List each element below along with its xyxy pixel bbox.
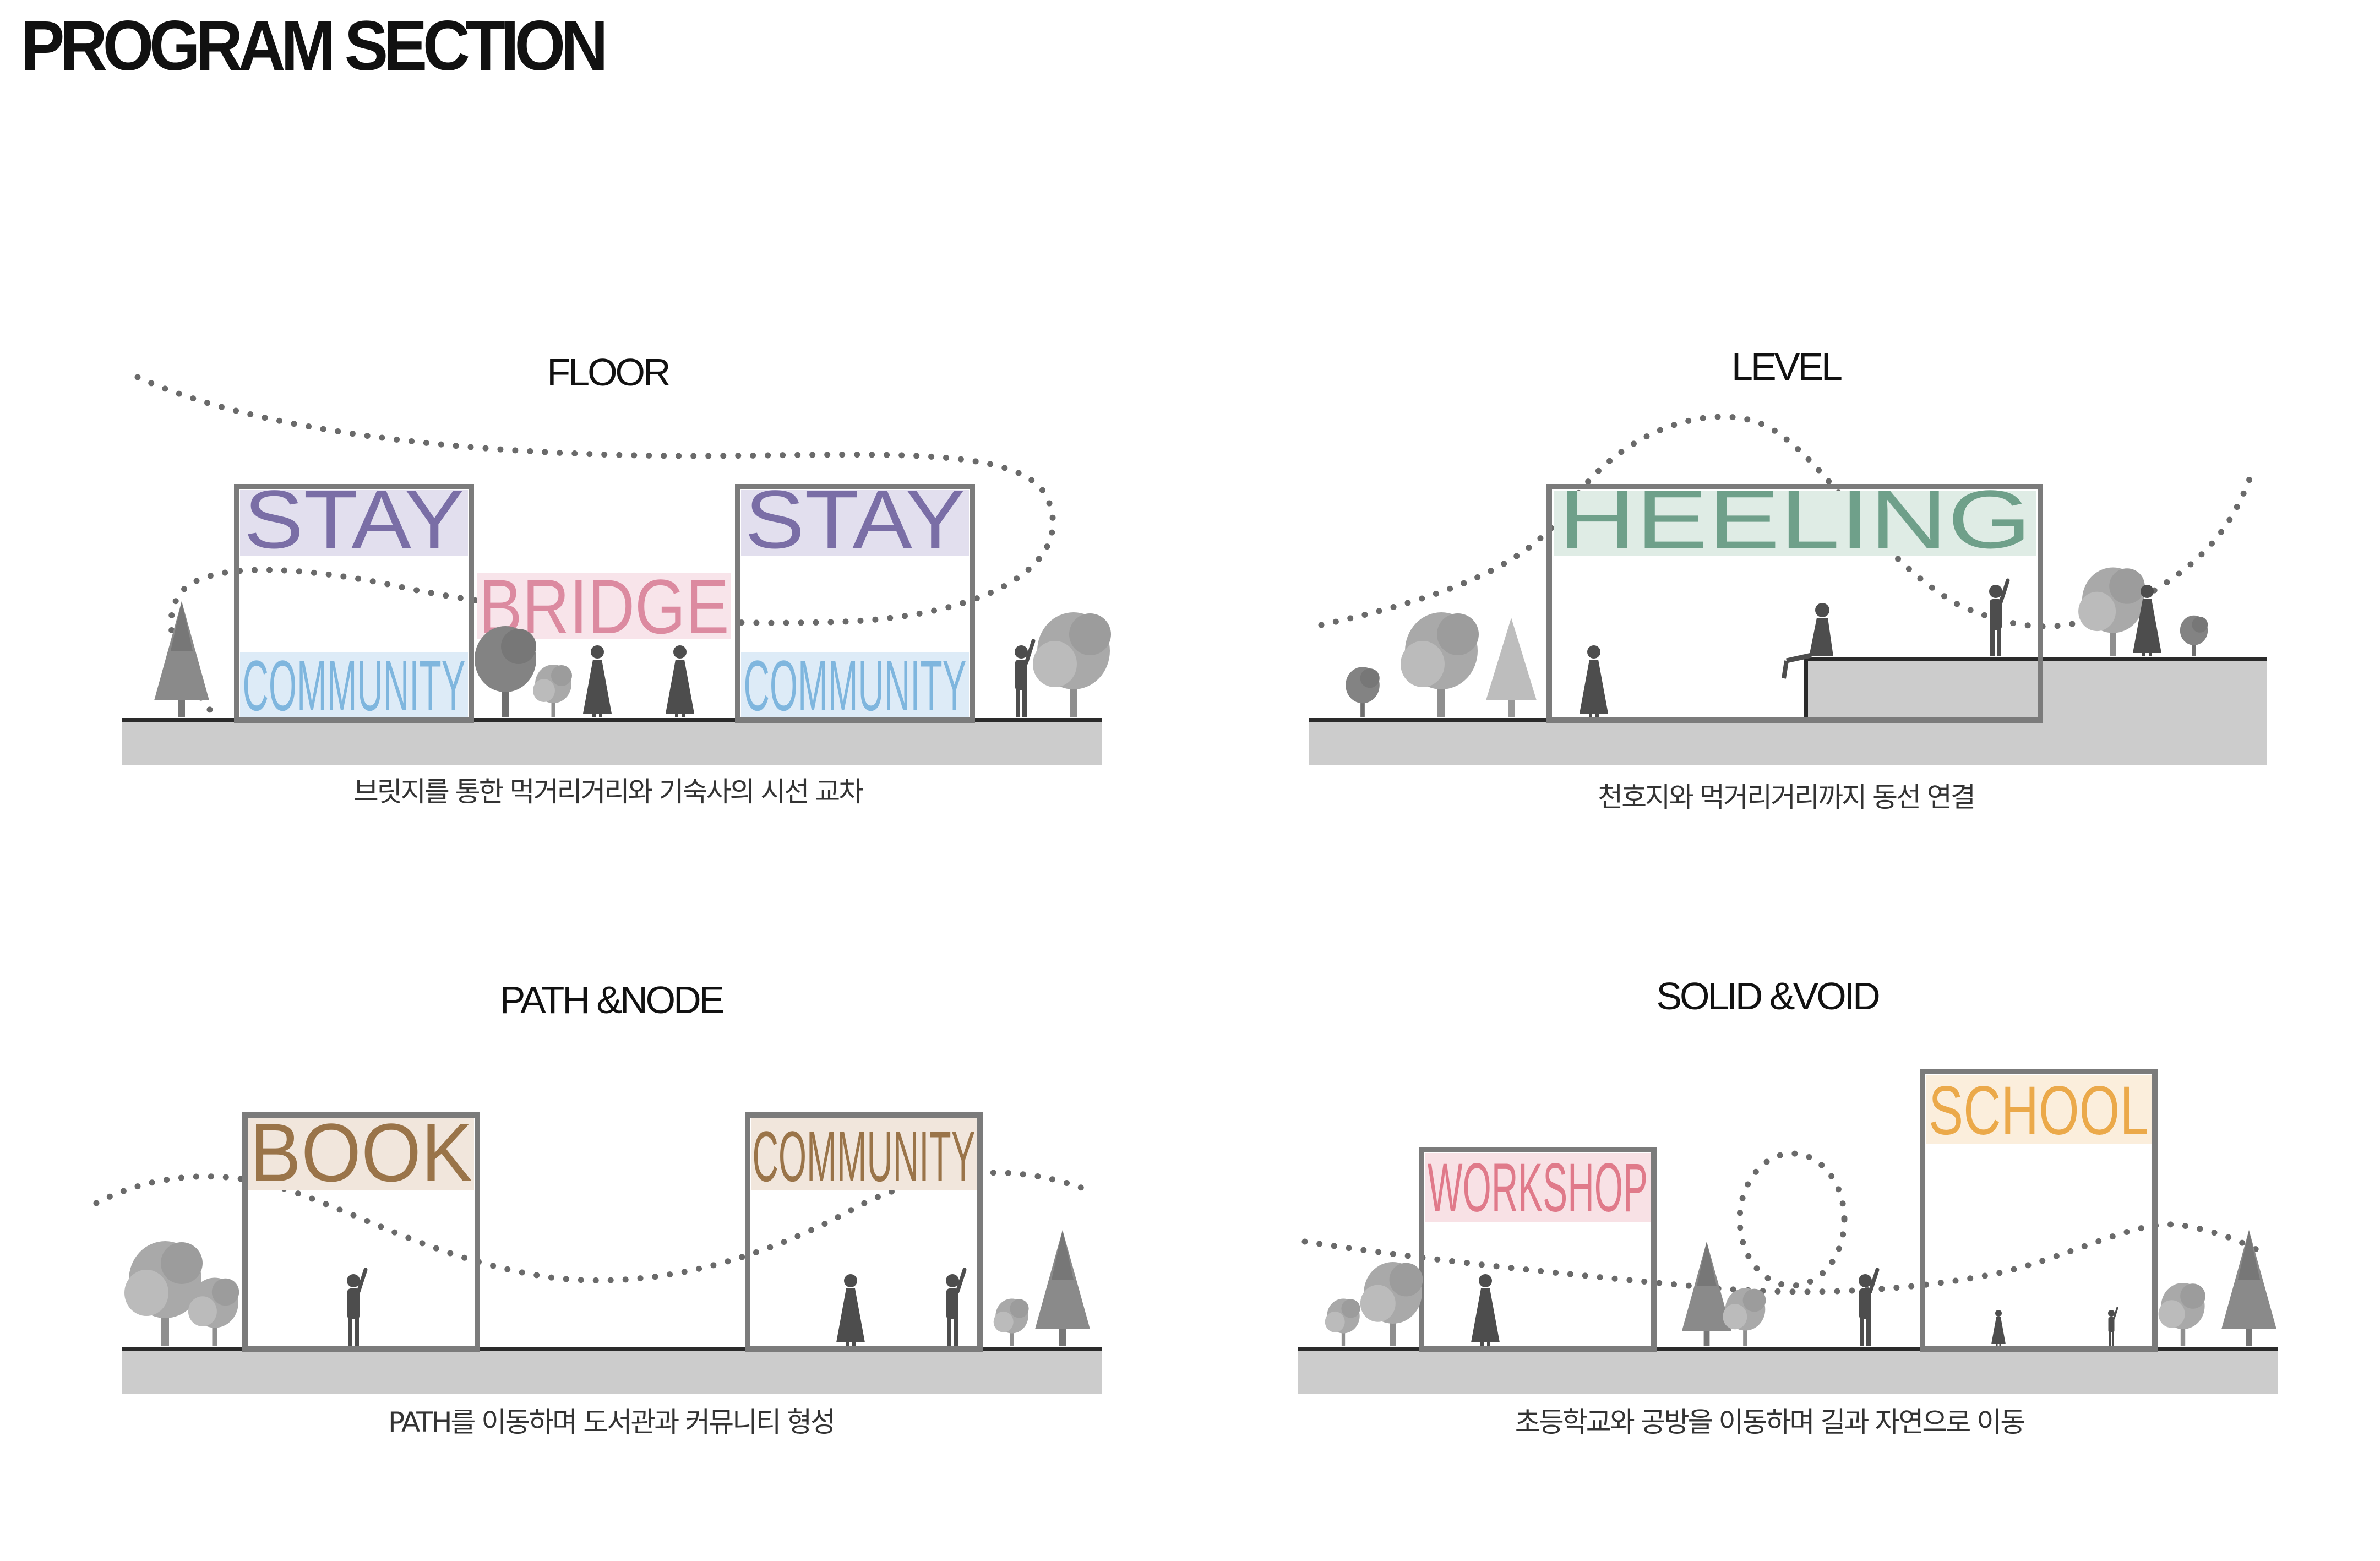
tree-icon xyxy=(1723,1288,1766,1346)
panel-caption-path-node: PATH를 이동하며 도서관과 커뮤니티 형성 xyxy=(388,1406,834,1438)
panel-path-node: PATH &NODE BOOK COMMUNITY PATH를 이동하며 도서관… xyxy=(93,978,1102,1438)
stay-frame-right xyxy=(735,484,975,723)
person-icon xyxy=(1580,645,1608,717)
workshop-label-bg xyxy=(1425,1153,1651,1222)
tree-icon xyxy=(1682,1242,1731,1346)
person-icon xyxy=(666,645,694,717)
book-frame xyxy=(242,1112,480,1352)
panel-title-solid-void: SOLID &VOID xyxy=(1656,975,1879,1018)
child-icon xyxy=(1991,1310,2006,1346)
panel-solid-void: SOLID &VOID WORKSHOP SCHOOL 초등학교와 공방을 이동… xyxy=(1298,975,2278,1438)
tree-icon xyxy=(1346,667,1380,717)
community-frame xyxy=(745,1112,983,1352)
tree-icon xyxy=(1035,1230,1090,1346)
panel-floor: FLOOR STAY STAY BRIDGE COMMUNITY COMMUNI… xyxy=(122,351,1111,808)
community-label: COMMUNITY xyxy=(243,645,466,726)
community-label: COMMUNITY xyxy=(753,1116,976,1196)
dotted-path xyxy=(134,374,1056,719)
person-icon xyxy=(583,645,612,717)
tree-icon xyxy=(2180,615,2208,656)
heeling-frame xyxy=(1546,484,2043,723)
dotted-path xyxy=(1318,414,2255,630)
person-icon xyxy=(1015,641,1033,717)
community-label-bg xyxy=(741,652,969,717)
tree-icon xyxy=(993,1298,1029,1346)
stay-label: STAY xyxy=(244,473,464,565)
heeling-label: HEELING xyxy=(1558,473,2032,565)
person-icon xyxy=(1859,1270,1877,1346)
page-title: PROGRAM SECTION xyxy=(21,7,608,85)
tree-icon xyxy=(1401,612,1479,717)
tree-icon xyxy=(2158,1283,2205,1346)
tree-icon xyxy=(1486,618,1537,717)
school-frame xyxy=(1920,1069,2158,1352)
panel-level: LEVEL HEELING 천호지와 먹거리거리까지 동선 연결 xyxy=(1309,345,2267,813)
workshop-label: WORKSHOP xyxy=(1428,1150,1648,1226)
dotted-path xyxy=(93,1170,1096,1283)
person-icon xyxy=(347,1270,366,1346)
ground-slab xyxy=(122,720,1102,765)
ground-slab xyxy=(1298,1349,2278,1394)
book-label-bg xyxy=(248,1118,474,1190)
community-label-bg xyxy=(751,1118,977,1190)
school-label: SCHOOL xyxy=(1929,1073,2149,1149)
stay-label-bg xyxy=(240,490,468,556)
workshop-frame xyxy=(1419,1147,1657,1352)
person-icon xyxy=(1989,580,2008,656)
stay-label: STAY xyxy=(745,473,965,565)
person-icon xyxy=(1471,1274,1500,1346)
tree-icon xyxy=(124,1241,203,1346)
panel-caption-floor: 브릿지를 통한 먹거리거리와 기숙사의 시선 교차 xyxy=(353,776,863,808)
dotted-path xyxy=(1301,1221,2261,1295)
person-icon xyxy=(946,1270,965,1346)
panel-title-path-node: PATH &NODE xyxy=(500,978,723,1021)
school-label-bg xyxy=(1926,1075,2152,1144)
heeling-label-bg xyxy=(1554,491,2036,556)
book-label: BOOK xyxy=(250,1106,473,1199)
panel-title-level: LEVEL xyxy=(1731,345,1842,388)
dotted-loop xyxy=(1736,1150,1848,1289)
tree-icon xyxy=(1360,1262,1423,1346)
community-label: COMMUNITY xyxy=(744,645,967,726)
tree-icon xyxy=(2221,1230,2276,1346)
stay-frame-left xyxy=(234,484,474,723)
tree-icon xyxy=(1325,1298,1360,1346)
person-sitting-icon xyxy=(1782,603,1833,679)
ground-slab xyxy=(1309,659,2267,765)
community-label-bg xyxy=(240,652,468,717)
tree-icon xyxy=(154,601,209,717)
child-icon xyxy=(2107,1307,2118,1347)
panel-title-floor: FLOOR xyxy=(547,351,669,394)
tree-icon xyxy=(475,626,536,717)
panel-caption-solid-void: 초등학교와 공방을 이동하며 길과 자연으로 이동 xyxy=(1515,1406,2024,1438)
stay-label-bg xyxy=(741,490,969,556)
bridge-label-bg xyxy=(477,573,731,639)
tree-icon xyxy=(188,1277,239,1346)
ground-slab xyxy=(122,1349,1102,1394)
panel-caption-level: 천호지와 먹거리거리까지 동선 연결 xyxy=(1598,781,1974,813)
person-icon xyxy=(836,1274,865,1346)
tree-icon xyxy=(1033,612,1111,717)
tree-icon xyxy=(533,665,572,717)
